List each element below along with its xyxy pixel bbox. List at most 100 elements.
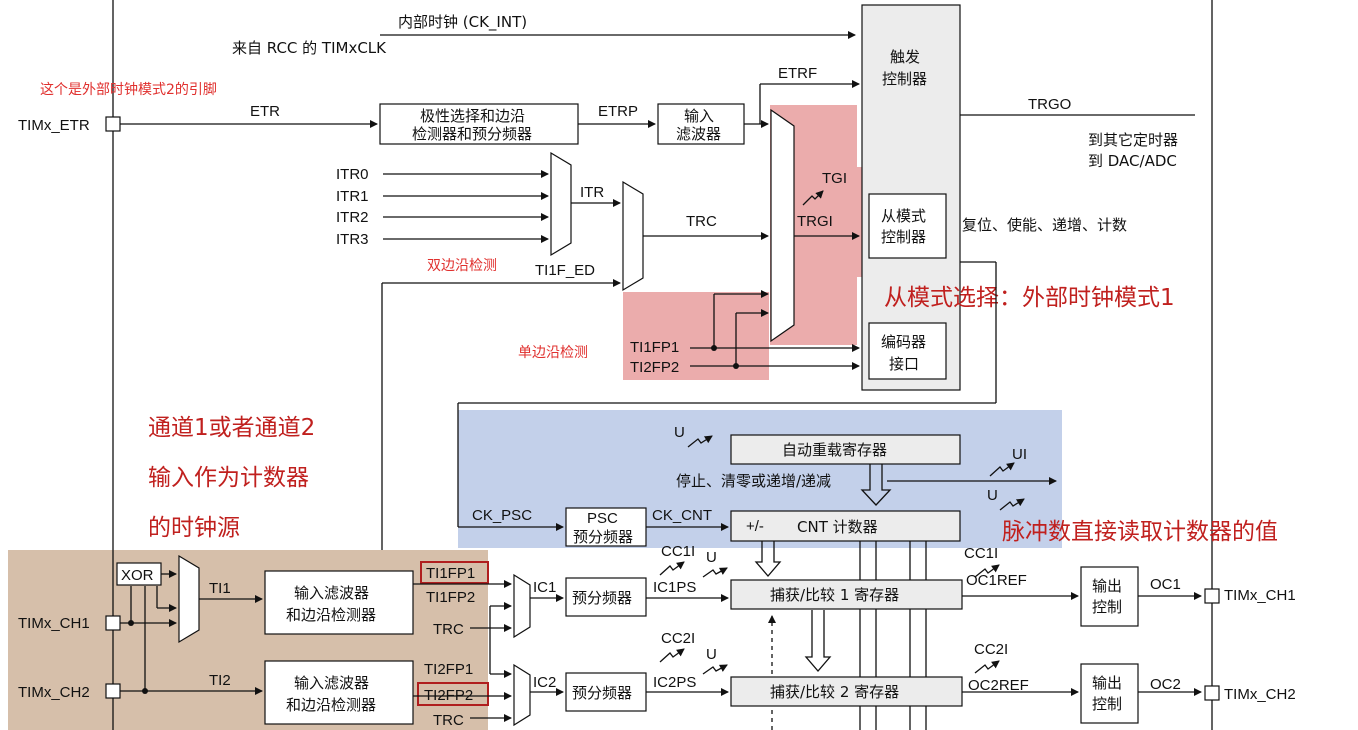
ti1f-ed-label: TI1F_ED xyxy=(535,262,595,279)
itr3-label: ITR3 xyxy=(336,231,369,248)
etrf-label: ETRF xyxy=(778,65,817,82)
timx-ch2-output-label: TIMx_CH2 xyxy=(1224,686,1296,703)
single-edge-note: 单边沿检测 xyxy=(518,345,588,361)
cnt-counter-box xyxy=(730,510,961,542)
ui-label: UI xyxy=(1012,446,1027,463)
ic1-prescaler-box xyxy=(565,577,647,617)
etr-filter-label-2: 滤波器 xyxy=(676,125,721,143)
trigger-controller-label-1: 触发 xyxy=(890,48,920,66)
ic1ps-label: IC1PS xyxy=(653,579,696,596)
slave-controller-label-1: 从模式 xyxy=(881,207,926,225)
u-label-ch1: U xyxy=(706,549,717,566)
auto-reload-label: 自动重载寄存器 xyxy=(782,441,887,459)
ti2fp1-label: TI2FP1 xyxy=(424,661,473,678)
output-control-2-box xyxy=(1080,663,1139,724)
cc1i-label-right: CC1I xyxy=(964,545,998,562)
highlight-ti-fp-region xyxy=(623,292,769,380)
highlight-input-region xyxy=(8,550,488,730)
plus-minus-label: +/- xyxy=(746,518,764,535)
itr-mux xyxy=(550,151,572,257)
trc-label-ch2: TRC xyxy=(433,712,464,729)
ch2-input-pin xyxy=(105,683,121,699)
timx-ch1-input-label: TIMx_CH1 xyxy=(18,615,90,632)
etr-input-filter-box xyxy=(657,103,745,145)
out-ctrl2-label-2: 控制 xyxy=(1092,695,1122,713)
polarity-label-2: 检测器和预分频器 xyxy=(412,125,532,143)
ch1-input-pin xyxy=(105,615,121,631)
psc-label: PSC xyxy=(587,510,618,527)
tgi-label: TGI xyxy=(822,170,847,187)
psc-prescaler-box xyxy=(565,507,647,547)
oc2ref-label: OC2REF xyxy=(968,677,1029,694)
oc1-label: OC1 xyxy=(1150,576,1181,593)
cc2i-label-right: CC2I xyxy=(974,641,1008,658)
ti1fp1-emphasis-box xyxy=(420,561,489,584)
stop-clear-label: 停止、清零或递增/递减 xyxy=(676,472,831,490)
ch1-output-pin xyxy=(1204,588,1220,604)
trc-label-top: TRC xyxy=(686,213,717,230)
trigger-controller-label-2: 控制器 xyxy=(882,70,927,88)
psc-sub-label: 预分频器 xyxy=(573,528,633,546)
etr-pin xyxy=(105,116,121,132)
oc2-label: OC2 xyxy=(1150,676,1181,693)
slave-controller-label-2: 控制器 xyxy=(881,228,926,246)
slave-mode-note: 从模式选择：外部时钟模式1 xyxy=(884,285,1175,311)
ic2ps-label: IC2PS xyxy=(653,674,696,691)
out-ctrl1-label-2: 控制 xyxy=(1092,598,1122,616)
filter1-label-2: 和边沿检测器 xyxy=(286,606,376,624)
pulse-count-note: 脉冲数直接读取计数器的值 xyxy=(1002,519,1278,545)
itr-label: ITR xyxy=(580,184,604,201)
trgi-label: TRGI xyxy=(797,213,833,230)
ic2-prescaler-label: 预分频器 xyxy=(572,684,632,702)
channel-note-line2: 输入作为计数器 xyxy=(148,465,309,491)
xor-label: XOR xyxy=(121,567,154,584)
cnt-counter-label: CNT 计数器 xyxy=(797,518,878,536)
filter1-label-1: 输入滤波器 xyxy=(294,584,369,602)
capcmp2-label: 捕获/比较 2 寄存器 xyxy=(770,683,899,701)
itr0-label: ITR0 xyxy=(336,166,369,183)
out-ctrl1-label-1: 输出 xyxy=(1092,577,1122,595)
ic1-mux xyxy=(513,573,531,639)
input-filter-edge-detector-1 xyxy=(264,570,414,635)
polarity-label-1: 极性选择和边沿 xyxy=(420,107,525,125)
ti1fp2-label: TI1FP2 xyxy=(426,589,475,606)
ck-psc-label: CK_PSC xyxy=(472,507,532,524)
encoder-label-1: 编码器 xyxy=(881,333,926,351)
capture-compare-1-register xyxy=(730,579,963,610)
filter2-label-1: 输入滤波器 xyxy=(294,674,369,692)
timx-etr-pin-label: TIMx_ETR xyxy=(18,117,90,134)
ti1fp1-label-top: TI1FP1 xyxy=(630,339,679,356)
ext-clock-mode2-note: 这个是外部时钟模式2的引脚 xyxy=(40,81,217,98)
output-control-1-box xyxy=(1080,566,1139,627)
channel-note-line3: 的时钟源 xyxy=(148,515,240,541)
trgi-mux xyxy=(770,108,795,343)
ic2-label: IC2 xyxy=(533,674,556,691)
etr-filter-label-1: 输入 xyxy=(684,107,714,125)
u-label-arr: U xyxy=(674,424,685,441)
ch2-output-pin xyxy=(1204,685,1220,701)
ic1-prescaler-label: 预分频器 xyxy=(572,589,632,607)
channel-note-line1: 通道1或者通道2 xyxy=(148,415,315,441)
ic2-mux xyxy=(513,663,531,727)
etrp-label: ETRP xyxy=(598,103,638,120)
ti1-label: TI1 xyxy=(209,580,231,597)
ic1-label: IC1 xyxy=(533,579,556,596)
auto-reload-register xyxy=(730,434,961,465)
trc-mux xyxy=(622,180,644,292)
u-arr-arrow-icon xyxy=(687,435,713,448)
encoder-interface-box xyxy=(868,322,947,380)
ck-int-label: 内部时钟 (CK_INT) xyxy=(398,13,527,32)
u-label-ch2: U xyxy=(706,646,717,663)
ti2-label: TI2 xyxy=(209,672,231,689)
ti1fp1-label: TI1FP1 xyxy=(426,565,475,582)
trgo-label: TRGO xyxy=(1028,96,1071,113)
ic2-prescaler-box xyxy=(565,672,647,712)
cc2i-label-left: CC2I xyxy=(661,630,695,647)
input-filter-edge-detector-2 xyxy=(264,660,414,725)
etr-label: ETR xyxy=(250,103,280,120)
timx-ch1-output-label: TIMx_CH1 xyxy=(1224,587,1296,604)
ti2fp2-emphasis-box xyxy=(417,682,489,706)
ti1-mux xyxy=(178,554,200,644)
itr1-label: ITR1 xyxy=(336,188,369,205)
